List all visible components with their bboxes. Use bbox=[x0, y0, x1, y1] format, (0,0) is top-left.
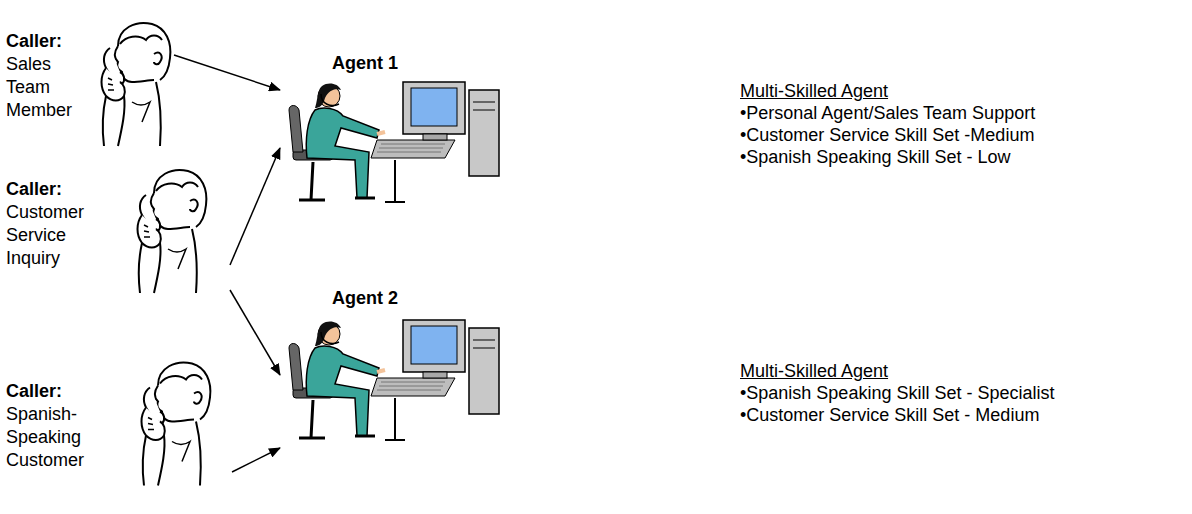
call-route-arrow bbox=[174, 55, 280, 90]
agent-title: Agent 1 bbox=[300, 52, 430, 75]
caller-node: Caller:Customer Service Inquiry bbox=[6, 165, 230, 293]
skill-heading: Multi-Skilled Agent bbox=[740, 360, 888, 382]
caller-figure bbox=[138, 170, 207, 293]
caller-heading: Caller: bbox=[6, 380, 92, 403]
skill-item: •Customer Service Skill Set -Medium bbox=[740, 124, 1034, 146]
call-route-arrow bbox=[230, 148, 280, 265]
call-route-arrow bbox=[232, 448, 280, 472]
agent-node: Agent 2 bbox=[280, 285, 512, 450]
agent-figure bbox=[289, 82, 499, 202]
call-route-arrow bbox=[230, 290, 280, 375]
caller-figure bbox=[142, 362, 211, 485]
caller-heading: Caller: bbox=[6, 178, 92, 201]
caller-heading: Caller: bbox=[6, 30, 92, 53]
agent-node: Agent 1 bbox=[280, 50, 512, 215]
agent-figure bbox=[289, 320, 499, 440]
caller-figure bbox=[102, 23, 171, 146]
caller-node: Caller:Spanish-Speaking Customer bbox=[6, 340, 232, 505]
caller-node: Caller:Sales Team Member bbox=[6, 18, 174, 143]
skill-item: •Personal Agent/Sales Team Support bbox=[740, 102, 1035, 124]
agent-title: Agent 2 bbox=[300, 287, 430, 310]
skill-item: •Spanish Speaking Skill Set - Specialist bbox=[740, 382, 1054, 404]
caller-type: Customer Service Inquiry bbox=[6, 201, 92, 270]
caller-type: Sales Team Member bbox=[6, 53, 92, 122]
caller-type: Spanish-Speaking Customer bbox=[6, 403, 92, 472]
skill-heading: Multi-Skilled Agent bbox=[740, 80, 888, 102]
skill-item: •Spanish Speaking Skill Set - Low bbox=[740, 146, 1010, 168]
skill-item: •Customer Service Skill Set - Medium bbox=[740, 404, 1039, 426]
